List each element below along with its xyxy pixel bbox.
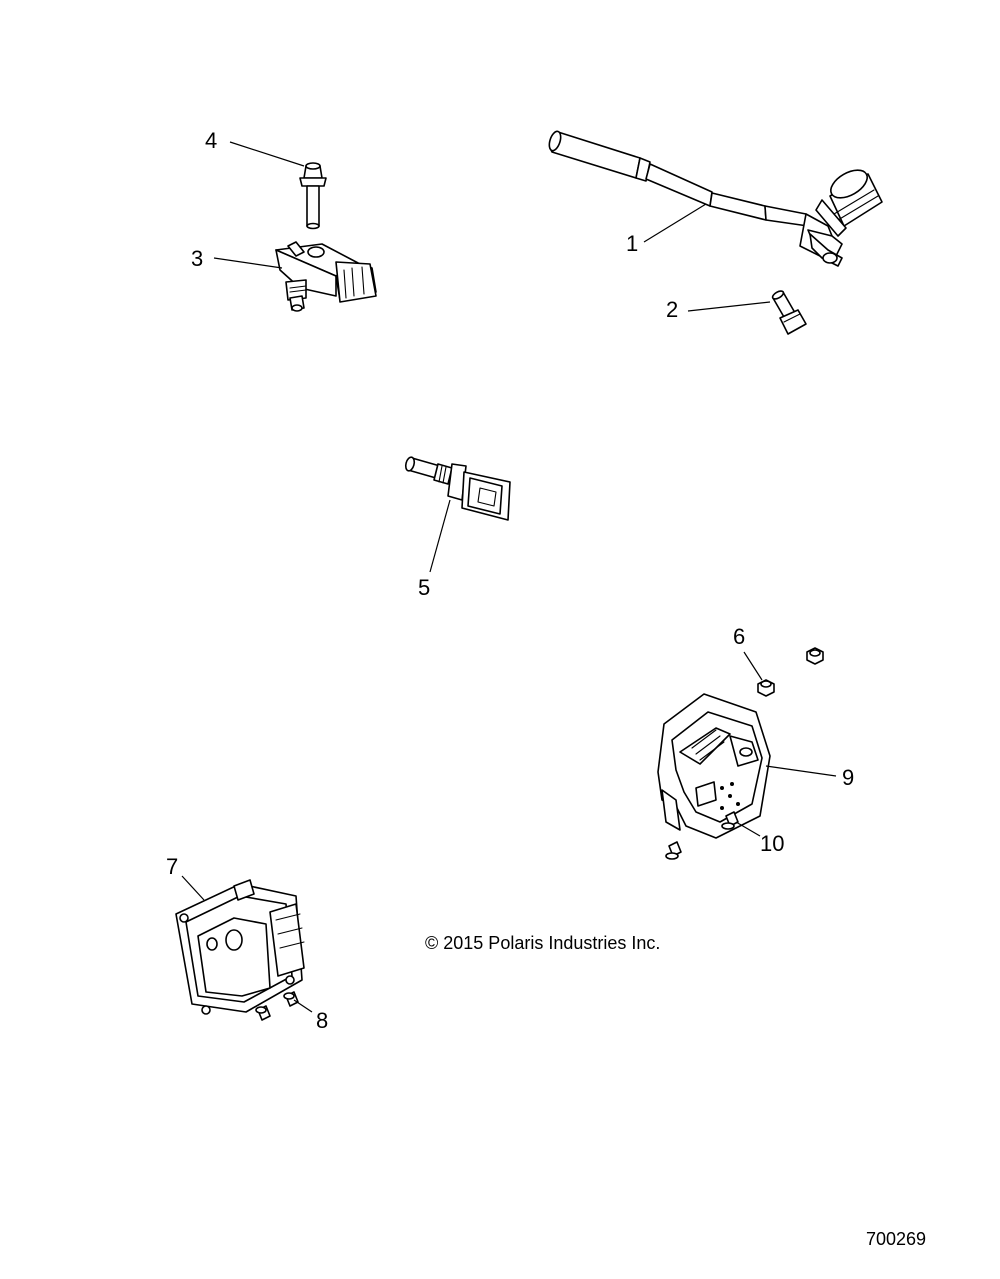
callout-6: 6 <box>733 624 745 649</box>
part-6-nut <box>757 647 824 697</box>
callout-10: 10 <box>760 831 784 856</box>
leader-lines <box>181 141 837 1013</box>
callout-2: 2 <box>666 297 678 322</box>
callout-8: 8 <box>316 1008 328 1033</box>
part-7-ecm <box>175 879 305 1015</box>
copyright-text: © 2015 Polaris Industries Inc. <box>425 933 660 953</box>
callout-1: 1 <box>626 231 638 256</box>
leader-9 <box>765 765 837 777</box>
leader-5 <box>429 499 451 573</box>
callout-7: 7 <box>166 854 178 879</box>
part-4-bolt <box>299 162 327 230</box>
leader-2 <box>687 301 771 312</box>
leader-7 <box>181 875 205 901</box>
leader-4 <box>229 141 305 167</box>
leader-10 <box>735 821 761 837</box>
leader-1 <box>643 203 707 243</box>
callout-9: 9 <box>842 765 854 790</box>
part-1-speed-sensor <box>548 130 883 267</box>
leader-6 <box>743 651 763 681</box>
callout-3: 3 <box>191 246 203 271</box>
diagram-id: 700269 <box>866 1229 926 1249</box>
callout-5: 5 <box>418 575 430 600</box>
leader-8 <box>293 999 313 1013</box>
part-10-screw <box>665 811 739 860</box>
callout-4: 4 <box>205 128 217 153</box>
part-2-bolt <box>771 290 807 335</box>
leader-3 <box>213 257 283 269</box>
part-3-map-sensor <box>275 241 377 312</box>
part-5-temperature-sensor <box>404 456 511 521</box>
part-9-bracket <box>657 693 771 839</box>
